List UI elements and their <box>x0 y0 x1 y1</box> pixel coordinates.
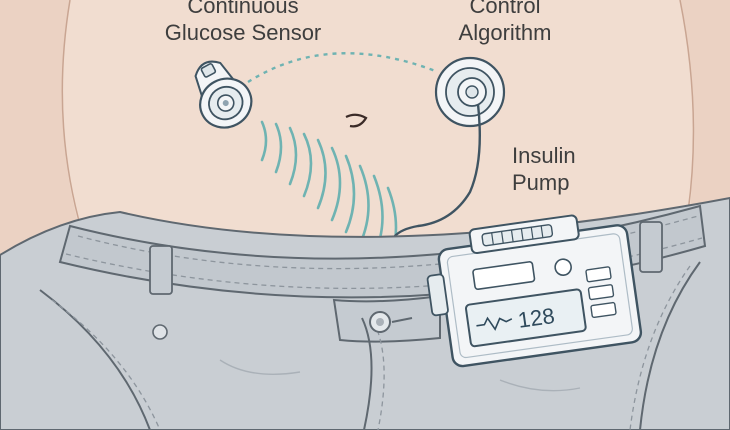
pump-button-middle <box>587 284 615 301</box>
pump-button-bottom <box>590 301 617 319</box>
sensor-to-algorithm-link <box>247 52 439 84</box>
torso-left-shading <box>0 0 80 260</box>
pump-trend-line <box>476 316 513 331</box>
insulin-pump: 128 <box>426 214 643 368</box>
navel <box>345 113 368 128</box>
pump-glucose-reading: 128 <box>516 303 556 333</box>
algorithm-label-line-2: Algorithm <box>458 20 552 45</box>
pump-label-line-2: Pump <box>512 170 570 195</box>
pump-callout: Insulin Pump <box>512 142 622 196</box>
pump-lcd <box>464 288 587 348</box>
control-algorithm-site <box>434 56 506 128</box>
glucose-sensor <box>194 60 253 129</box>
sensor-label-line-1: Continuous <box>187 0 299 18</box>
algorithm-callout: Control Algorithm <box>430 0 580 46</box>
pump-button-top <box>585 266 612 283</box>
algorithm-label-line-1: Control <box>469 0 541 18</box>
sensor-callout: Continuous Glucose Sensor <box>138 0 348 46</box>
sensor-label-line-2: Glucose Sensor <box>164 20 322 45</box>
pump-label-line-1: Insulin <box>512 143 576 168</box>
torso-right-shading <box>680 0 730 215</box>
